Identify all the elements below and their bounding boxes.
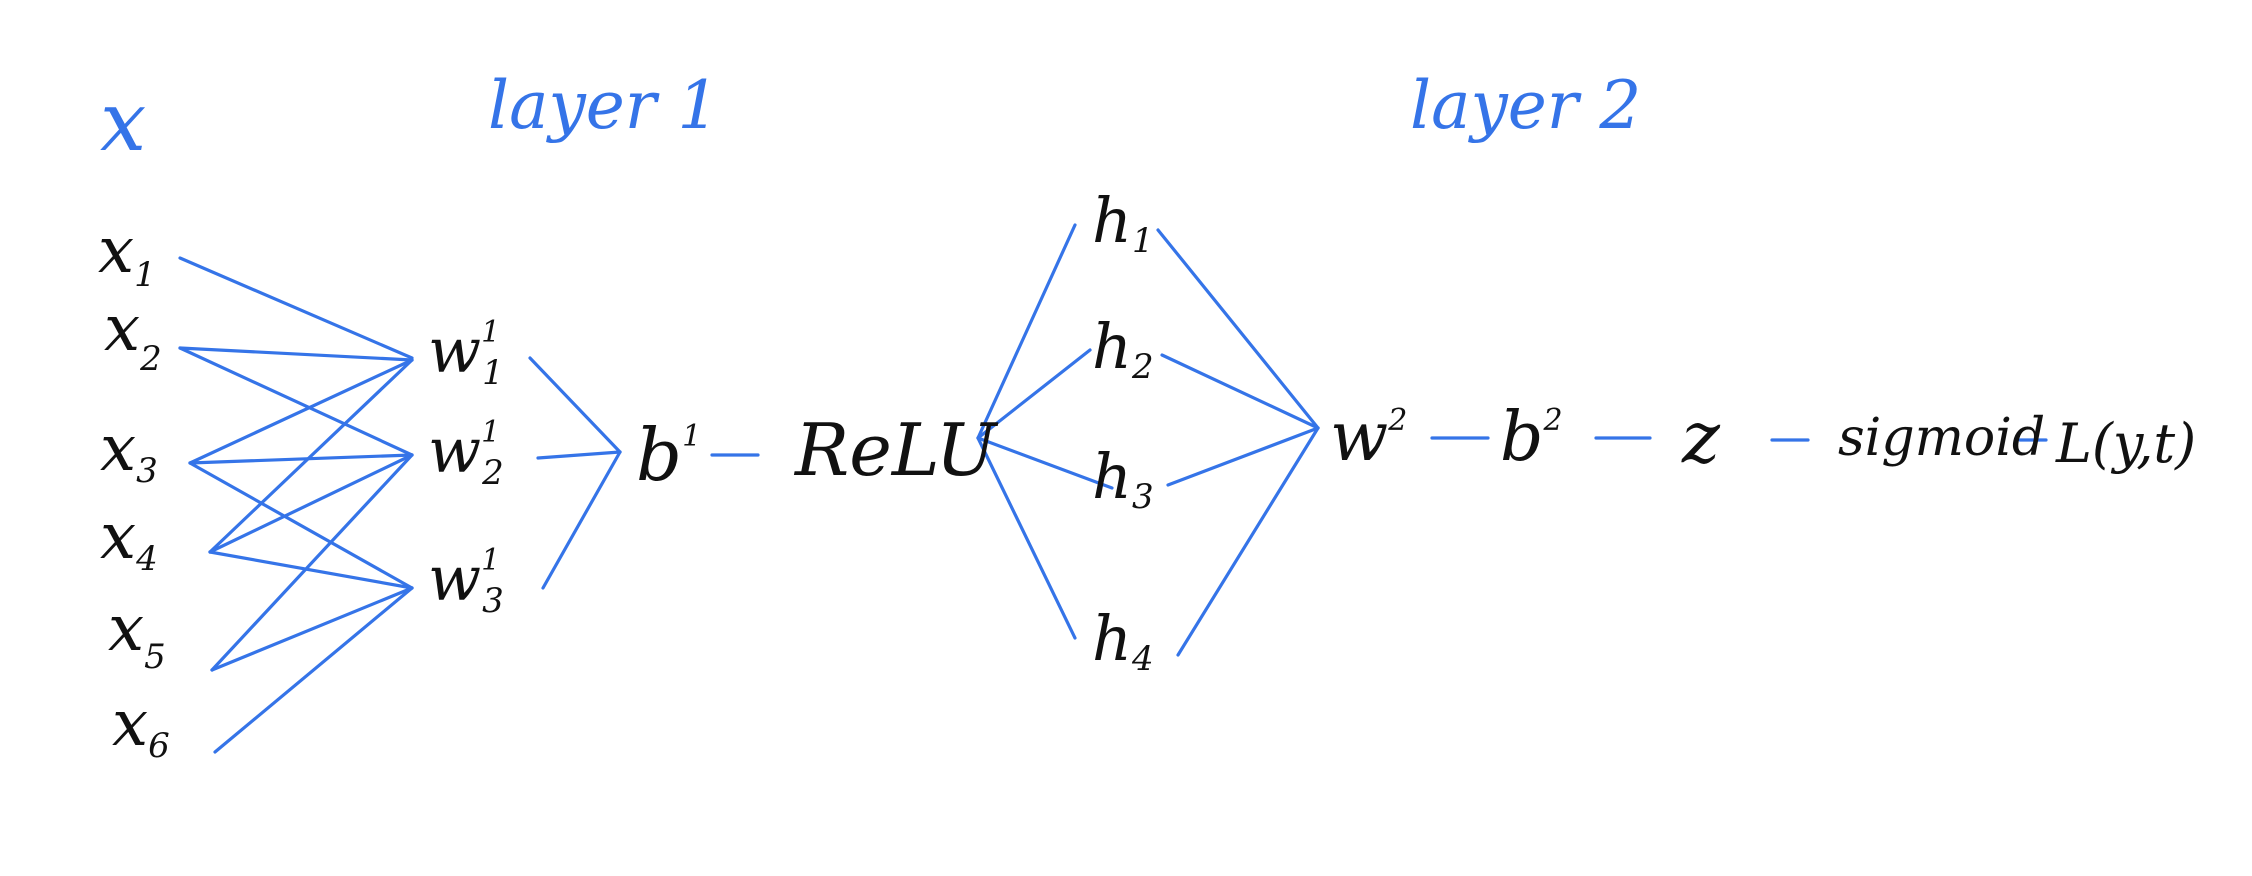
hidden-h2: h2: [1092, 310, 1154, 387]
edge-h1-w2: [1156, 228, 1320, 430]
bias-b1: b1: [636, 413, 701, 497]
hidden-h1: h1: [1092, 184, 1154, 261]
input-x2: x2: [104, 292, 162, 379]
edge-x4-w1: [208, 358, 414, 554]
edge-x5-w3: [210, 586, 414, 672]
edge-h4-w2: [1176, 426, 1320, 657]
hidden-h3: h3: [1092, 440, 1154, 517]
input-x1: x1: [98, 214, 156, 295]
z-node: z: [1681, 395, 1721, 479]
edge-w3-b1: [541, 450, 622, 590]
layer2-heading: layer 2: [1410, 67, 1641, 144]
input-x3: x3: [100, 412, 158, 491]
edge-x3-w2: [188, 453, 414, 465]
input-heading: x: [100, 75, 146, 170]
input-x4: x4: [100, 500, 158, 579]
bias-b2: b2: [1500, 398, 1563, 477]
edge-x3-w1: [188, 358, 414, 465]
edge-relu-h2: [976, 348, 1092, 440]
edge-x2-w1: [178, 346, 414, 362]
edge-relu-h1: [976, 223, 1077, 440]
edge-relu-h3: [976, 436, 1114, 490]
edge-x6-w3: [213, 586, 414, 754]
edge-x4-w3: [208, 550, 414, 590]
relu-node: ReLU: [793, 408, 999, 492]
edge-x1-w1: [178, 256, 414, 360]
output-chain-edges: [1430, 436, 2048, 442]
edge-relu-h4: [976, 436, 1077, 640]
sigmoid-node: sigmoid: [1838, 408, 2045, 468]
edge-x3-w3: [188, 461, 414, 590]
edge-x4-w2: [208, 453, 414, 554]
output-chain: w2 b2 z sigmoid L(y,t): [1330, 395, 2196, 479]
edge-x2-w2: [178, 346, 414, 457]
edge-w2-b1: [536, 450, 622, 460]
edge-x5-w2: [210, 453, 414, 672]
edge-h3-w2: [1166, 426, 1320, 487]
weight-bias-edges: [528, 356, 622, 590]
loss-node: L(y,t): [2055, 412, 2196, 475]
relu-hidden-edges: [976, 223, 1114, 640]
weight-w2: w2: [1330, 398, 1407, 477]
hidden-h4: h4: [1092, 602, 1154, 679]
input-x5: x5: [108, 592, 166, 677]
edge-h2-w2: [1160, 353, 1320, 430]
edge-w1-b1: [528, 356, 622, 454]
input-weight-edges: [178, 256, 414, 754]
input-x6: x6: [112, 687, 170, 766]
hidden-nodes: h1 h2 h3 h4: [1092, 184, 1154, 679]
input-nodes: x1 x2 x3 x4 x5 x6: [98, 214, 170, 766]
hidden-w2-edges: [1156, 228, 1320, 657]
layer1-heading: layer 1: [488, 67, 719, 144]
